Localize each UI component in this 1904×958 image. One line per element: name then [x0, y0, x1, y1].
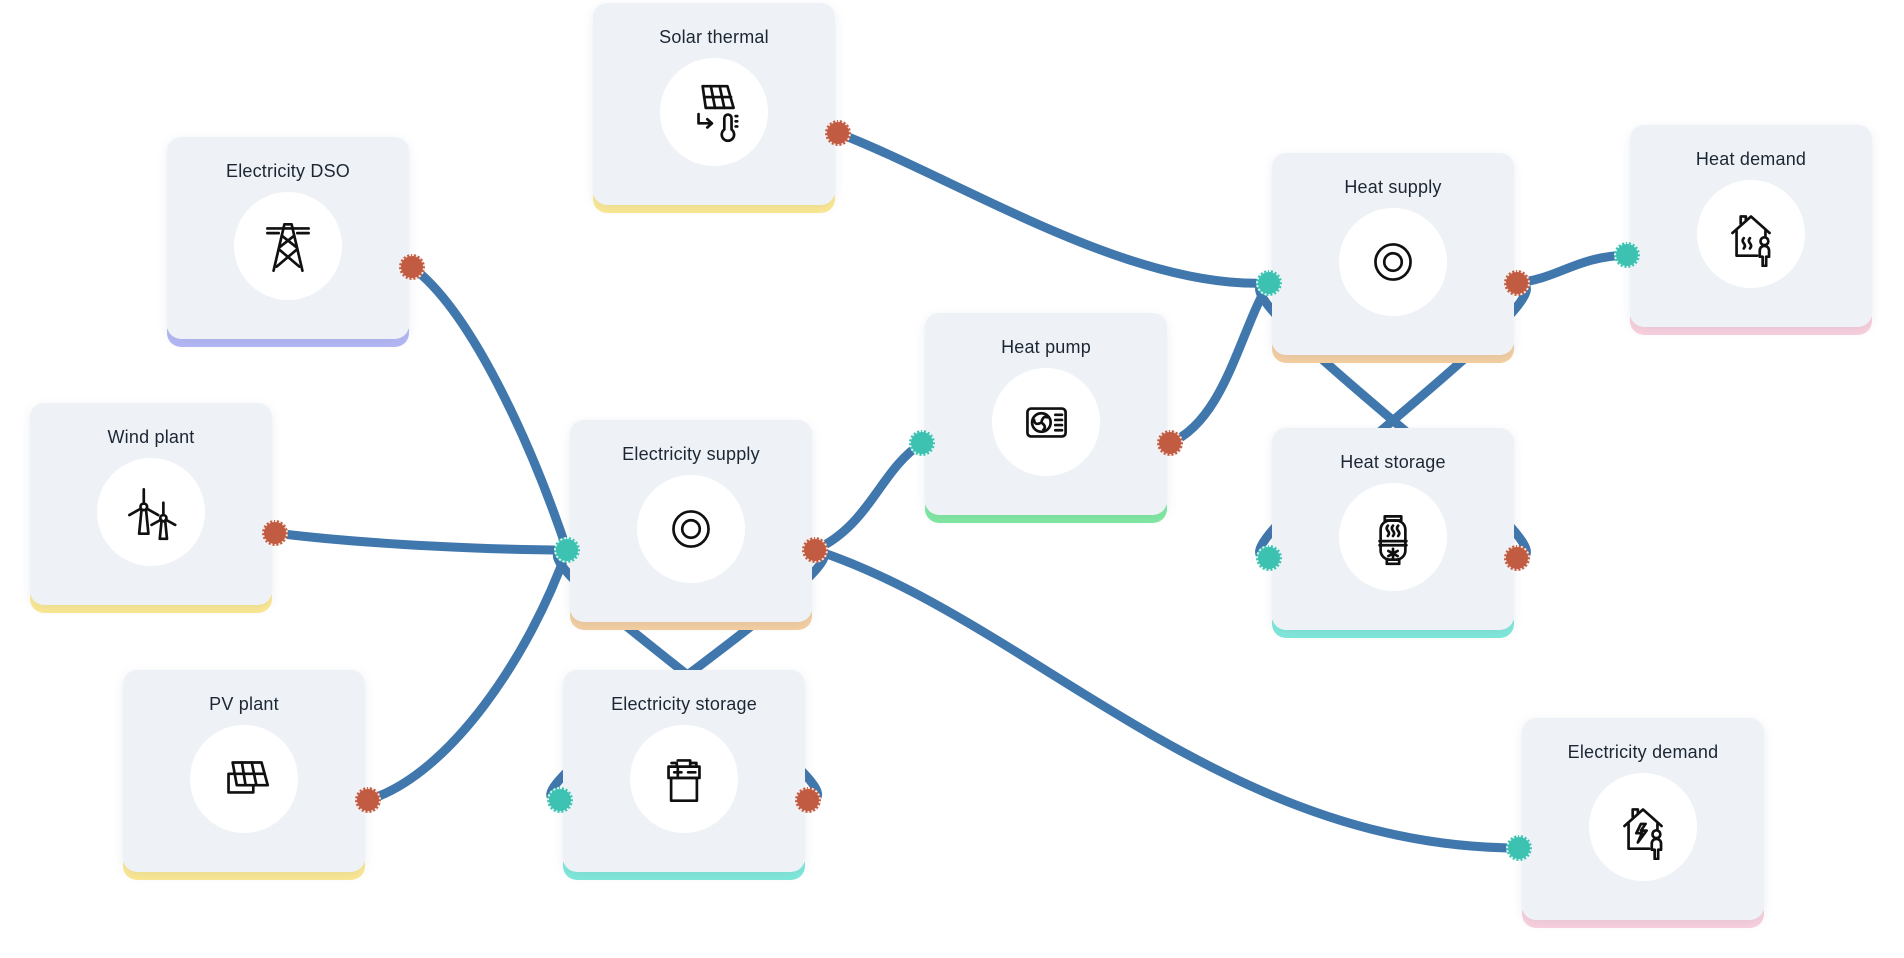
node-solar-thermal-body[interactable]: Solar thermal: [593, 3, 835, 205]
node-wind-plant[interactable]: Wind plant: [30, 403, 288, 613]
node-heat-pump-body[interactable]: Heat pump: [925, 313, 1167, 515]
handle-target-electricity-supply[interactable]: [554, 537, 580, 563]
handle-target-electricity-demand[interactable]: [1506, 835, 1532, 861]
edge-electricity-supply-to-electricity-demand[interactable]: [810, 545, 1524, 853]
edge-solar-thermal-to-heat-supply[interactable]: [833, 128, 1274, 288]
icon-circle: [660, 58, 768, 166]
heat-house-icon: [1731, 215, 1771, 267]
wind-turbine-icon: [128, 487, 177, 541]
node-label: Heat demand: [1695, 149, 1807, 169]
icon-circle: [1339, 483, 1447, 591]
edge-electricity-dso-to-electricity-supply[interactable]: [407, 262, 572, 555]
node-heat-demand-body[interactable]: Heat demand: [1630, 125, 1872, 327]
icon-circle: [630, 725, 738, 833]
node-electricity-supply-body[interactable]: Electricity supply: [570, 420, 812, 622]
node-heat-demand[interactable]: Heat demand: [1614, 125, 1872, 335]
electric-house-icon: [1623, 808, 1663, 860]
edge-heat-supply-to-heat-demand[interactable]: [1512, 250, 1632, 288]
node-electricity-storage-body[interactable]: Electricity storage: [563, 670, 805, 872]
node-heat-supply-body[interactable]: Heat supply: [1272, 153, 1514, 355]
bus-icon: [672, 510, 710, 548]
node-label: Electricity supply: [622, 444, 760, 464]
heat-storage-tank-icon: [1378, 515, 1408, 566]
heat-pump-icon: [1026, 407, 1067, 438]
handle-source-electricity-storage[interactable]: [795, 787, 821, 813]
node-pv-plant-body[interactable]: PV plant: [123, 670, 365, 872]
node-heat-storage-body[interactable]: Heat storage: [1272, 428, 1514, 630]
handle-target-heat-demand[interactable]: [1614, 242, 1640, 268]
node-label: Solar thermal: [659, 27, 769, 47]
edge-wind-plant-to-electricity-supply[interactable]: [270, 528, 572, 555]
handle-source-electricity-dso[interactable]: [399, 254, 425, 280]
solar-thermal-icon: [697, 84, 741, 143]
node-label: Heat supply: [1344, 177, 1442, 197]
icon-circle: [190, 725, 298, 833]
edge-electricity-supply-to-heat-pump[interactable]: [810, 438, 927, 555]
node-electricity-storage[interactable]: Electricity storage: [547, 670, 821, 880]
node-electricity-demand[interactable]: Electricity demand: [1506, 718, 1764, 928]
bus-icon: [1374, 243, 1412, 281]
power-tower-icon: [266, 223, 310, 273]
icon-circle: [234, 192, 342, 300]
edge-heat-storage-to-heat-supply[interactable]: [1255, 278, 1531, 563]
node-electricity-dso[interactable]: Electricity DSO: [167, 137, 425, 347]
icon-circle: [97, 458, 205, 566]
battery-icon: [667, 759, 701, 802]
handle-source-heat-storage[interactable]: [1504, 545, 1530, 571]
node-wind-plant-body[interactable]: Wind plant: [30, 403, 272, 605]
node-solar-thermal[interactable]: Solar thermal: [593, 3, 851, 213]
node-label: PV plant: [209, 694, 279, 714]
handle-source-wind-plant[interactable]: [262, 520, 288, 546]
node-label: Heat pump: [1001, 337, 1091, 357]
node-heat-supply[interactable]: Heat supply: [1256, 153, 1530, 363]
handle-source-solar-thermal[interactable]: [825, 120, 851, 146]
handle-source-electricity-supply[interactable]: [802, 537, 828, 563]
edge-pv-plant-to-electricity-supply[interactable]: [363, 545, 572, 805]
icon-circle: [992, 368, 1100, 476]
icon-circle: [1697, 180, 1805, 288]
node-pv-plant[interactable]: PV plant: [123, 670, 381, 880]
node-label: Electricity storage: [611, 694, 757, 714]
handle-target-electricity-storage[interactable]: [547, 787, 573, 813]
node-heat-pump[interactable]: Heat pump: [909, 313, 1183, 523]
node-label: Wind plant: [107, 427, 195, 447]
icon-circle: [1339, 208, 1447, 316]
edge-heat-pump-to-heat-supply[interactable]: [1165, 278, 1274, 448]
node-electricity-dso-body[interactable]: Electricity DSO: [167, 137, 409, 339]
handle-source-heat-pump[interactable]: [1157, 430, 1183, 456]
icon-circle: [1589, 773, 1697, 881]
node-label: Electricity demand: [1567, 742, 1719, 762]
icon-circle: [637, 475, 745, 583]
node-electricity-supply[interactable]: Electricity supply: [554, 420, 828, 630]
handle-source-pv-plant[interactable]: [355, 787, 381, 813]
handle-target-heat-storage[interactable]: [1256, 545, 1282, 571]
node-electricity-demand-body[interactable]: Electricity demand: [1522, 718, 1764, 920]
handle-target-heat-supply[interactable]: [1256, 270, 1282, 296]
node-label: Heat storage: [1340, 452, 1446, 472]
node-heat-storage[interactable]: Heat storage: [1256, 428, 1530, 638]
node-label: Electricity DSO: [225, 161, 351, 181]
handle-source-heat-supply[interactable]: [1504, 270, 1530, 296]
solar-panel-icon: [227, 761, 270, 794]
handle-target-heat-pump[interactable]: [909, 430, 935, 456]
